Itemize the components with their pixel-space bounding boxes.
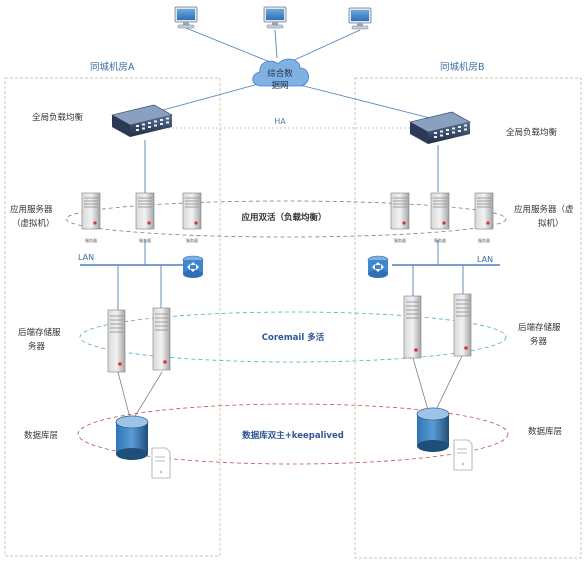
lan-label-right: LAN [477,255,493,264]
client-pc-icon-2 [263,6,287,29]
app-server-caption-a3: 服务器 [186,237,198,243]
app-server-caption-b1: 服务器 [394,237,406,243]
app-server-icon-a1 [81,192,101,230]
client-pc-icon-3 [348,7,372,30]
right-app-label-2: 拟机） [538,218,564,229]
client-pc-icon-1 [174,6,198,29]
app-active-label: 应用双活（负载均衡） [241,212,326,223]
glb-switch-icon-a [111,104,173,138]
room-a-title: 同城机房A [90,61,135,73]
right-glb-label: 全局负载均衡 [506,127,558,138]
right-db-label: 数据库层 [528,426,562,437]
left-app-label-1: 应用服务器 [10,204,53,215]
room-b-border [354,77,582,559]
right-storage-label-1: 后端存储服 [518,322,561,333]
db-active-ellipse [77,403,509,465]
ha-label: HA [274,117,286,126]
cloud-label-line2: 据网 [271,80,288,91]
room-b-title: 同城机房B [440,61,485,73]
cloud-icon [252,58,309,87]
left-glb-label: 全局负载均衡 [32,112,84,123]
app-server-caption-a2: 服务器 [139,237,151,243]
right-storage-label-2: 务器 [530,336,548,347]
storage-server-icon-b1 [403,295,422,359]
left-db-label: 数据库层 [24,430,58,441]
glb-switch-icon-b [409,111,471,145]
room-a-border [4,77,221,557]
router-icon-a [182,255,204,279]
app-server-icon-b1 [390,192,410,230]
app-server-icon-b2 [430,192,450,230]
coremail-active-label: Coremail 多活 [262,332,325,343]
app-server-caption-b3: 服务器 [478,237,490,243]
app-server-caption-a1: 服务器 [85,237,97,243]
db-links [117,355,463,419]
left-storage-label-1: 后端存储服 [18,327,61,338]
storage-server-icon-b2 [453,293,472,357]
storage-server-icon-a1 [107,309,126,373]
left-storage-label-2: 务器 [28,341,46,352]
coremail-active-ellipse [79,311,507,363]
router-icon-b [367,255,389,279]
db-server-icon-a [151,447,171,479]
left-app-label-2: （虚拟机） [12,218,55,229]
db-server-icon-b [453,439,473,471]
app-server-icon-a3 [182,192,202,230]
app-server-icon-b3 [474,192,494,230]
app-server-caption-b2: 服务器 [434,237,446,243]
connection-lines [80,27,500,310]
app-active-ellipse [65,200,507,238]
cloud-label-line1: 综合数 [267,68,293,79]
db-active-label: 数据库双主+keepalived [242,430,344,441]
right-app-label-1: 应用服务器（虚 [514,204,574,215]
app-server-icon-a2 [135,192,155,230]
database-icon-a [115,415,149,461]
storage-server-icon-a2 [152,307,171,371]
database-icon-b [416,407,450,453]
lan-label-left: LAN [78,253,94,262]
